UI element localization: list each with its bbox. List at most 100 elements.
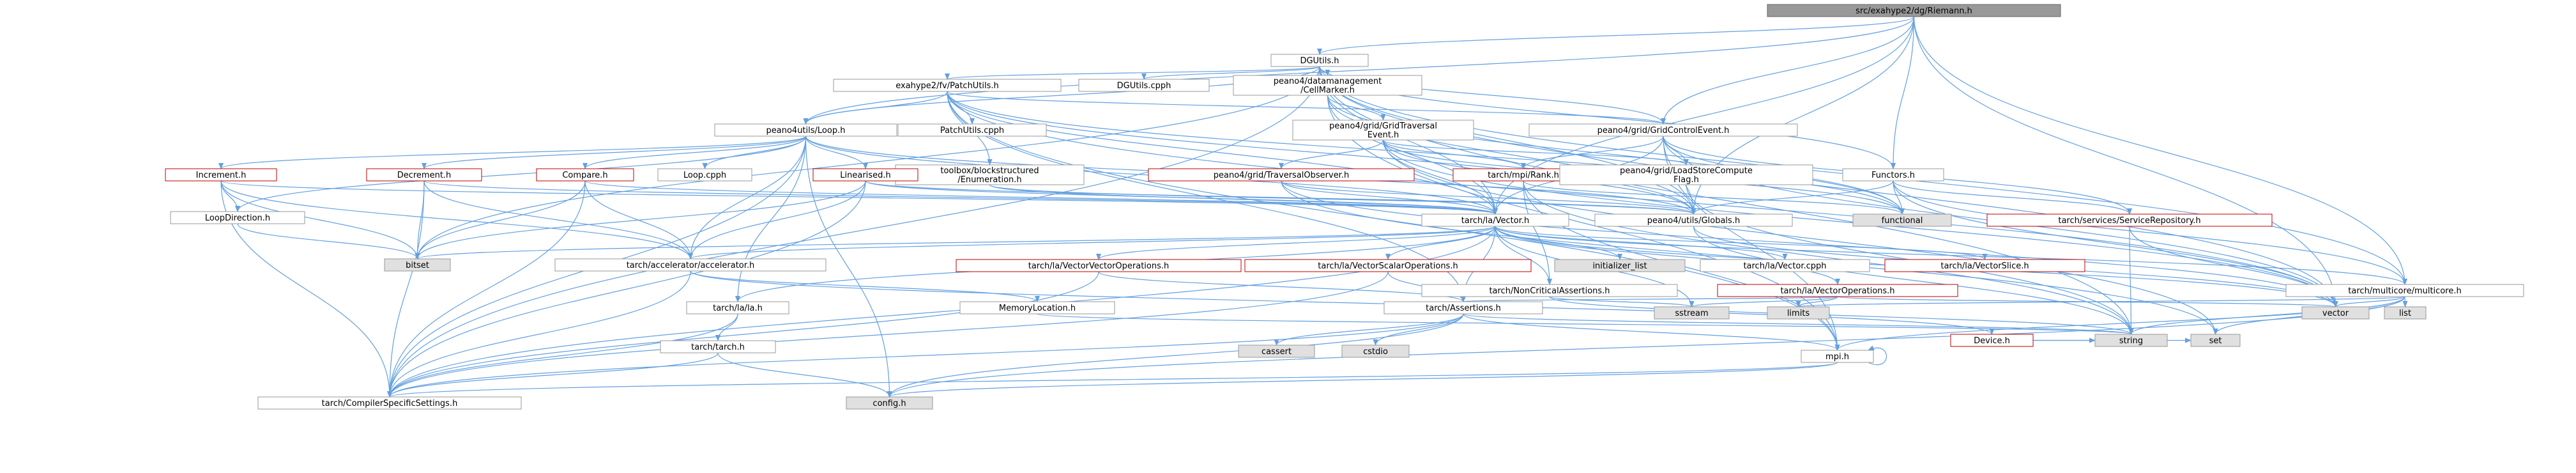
edge-peanoloop-to-loopdir <box>235 136 807 212</box>
node-box <box>1383 301 1543 314</box>
edge-cellmarker-to-mpih <box>1327 95 1840 351</box>
node-multicore[interactable]: tarch/multicore/multicore.h <box>2285 284 2524 297</box>
node-box <box>812 168 918 182</box>
node-vectorh[interactable]: tarch/la/Vector.h <box>1421 213 1569 227</box>
edge-assertions-to-cstdio <box>1373 313 1464 346</box>
node-list[interactable]: list <box>2384 306 2427 320</box>
node-box <box>1292 120 1474 141</box>
edge-dgutils-to-string <box>1319 66 2134 335</box>
node-vectorcpph[interactable]: tarch/la/Vector.cpph <box>1700 259 1870 272</box>
node-root[interactable]: src/exahype2/dg/Riemann.h <box>1767 4 2061 17</box>
node-cstdio[interactable]: cstdio <box>1341 345 1410 358</box>
node-cellmarker[interactable]: peano4/datamanagement/CellMarker.h <box>1233 75 1422 96</box>
node-box <box>1528 123 1798 137</box>
node-gridcontrol[interactable]: peano4/grid/GridControlEvent.h <box>1528 123 1798 137</box>
node-functional[interactable]: functional <box>1852 213 1952 227</box>
edge-gridtraversal-to-loadstore <box>1382 139 1689 166</box>
node-box <box>1238 345 1315 358</box>
node-initlist[interactable]: initializer_list <box>1554 259 1686 272</box>
node-compare[interactable]: Compare.h <box>536 168 634 182</box>
node-increment[interactable]: Increment.h <box>165 168 277 182</box>
node-box <box>1554 259 1686 272</box>
node-label: tarch/la/VectorOperations.h <box>1780 286 1894 296</box>
node-box <box>165 168 277 182</box>
edge-increment-to-vectorh <box>220 180 1498 215</box>
edge-vvops-to-assertions <box>1098 271 1466 302</box>
edge-functors-to-servicerepo <box>1893 180 2132 215</box>
node-label: peano4/grid/GridTraversal <box>1329 121 1437 131</box>
node-dgutilscpph[interactable]: DGUtils.cpph <box>1078 79 1210 92</box>
node-assertions[interactable]: tarch/Assertions.h <box>1383 301 1543 314</box>
node-box <box>1654 306 1730 320</box>
node-decrement[interactable]: Decrement.h <box>366 168 482 182</box>
edge-rank-to-noncrit <box>1523 180 1552 285</box>
node-functors[interactable]: Functors.h <box>1842 168 1944 182</box>
node-label: DGUtils.h <box>1300 56 1339 66</box>
node-configh[interactable]: config.h <box>846 396 933 410</box>
edge-compare-to-vectorh <box>584 180 1498 215</box>
node-patchutilscpph[interactable]: PatchUtils.cpph <box>897 123 1047 137</box>
node-servicerepo[interactable]: tarch/services/ServiceRepository.h <box>1986 213 2273 227</box>
node-blockenum[interactable]: toolbox/blockstructured/Enumeration.h <box>895 164 1085 185</box>
node-limits[interactable]: limits <box>1767 306 1830 320</box>
node-stdvector[interactable]: vector <box>2301 306 2370 320</box>
node-string[interactable]: string <box>2094 334 2168 347</box>
node-rank[interactable]: tarch/mpi/Rank.h <box>1452 168 1594 182</box>
node-linearised[interactable]: Linearised.h <box>812 168 918 182</box>
node-memloc[interactable]: MemoryLocation.h <box>959 301 1115 314</box>
edge-cellmarker-to-vectorh <box>1327 95 1498 215</box>
node-loopdir[interactable]: LoopDirection.h <box>170 211 305 224</box>
node-box <box>895 164 1085 185</box>
node-vvops[interactable]: tarch/la/VectorVectorOperations.h <box>956 259 1242 272</box>
node-device[interactable]: Device.h <box>1950 334 2034 347</box>
node-loopcpph[interactable]: Loop.cpph <box>657 168 752 182</box>
edge-peanoloop-to-compare <box>583 136 807 169</box>
edge-patchutils-to-globals <box>947 91 1696 215</box>
node-label: bitset <box>406 261 429 270</box>
edge-cellmarker-to-functional <box>1327 95 1905 215</box>
node-box <box>170 211 305 224</box>
node-box <box>2190 334 2241 347</box>
node-label: tarch/services/ServiceRepository.h <box>2058 216 2200 226</box>
edge-peanoloop-to-increment <box>218 136 807 169</box>
edge-gridtraversal-to-traversalobs <box>1279 139 1384 169</box>
edge-tarchh-to-configh <box>717 352 892 398</box>
edge-patchutils-to-functional <box>947 91 1905 215</box>
node-mpih[interactable]: mpi.h <box>1801 350 1874 363</box>
node-box <box>1233 75 1422 96</box>
node-box <box>1852 213 1952 227</box>
edge-mpih-to-mpih <box>1868 345 1887 366</box>
node-cassert[interactable]: cassert <box>1238 345 1315 358</box>
node-lah[interactable]: tarch/la/la.h <box>686 301 789 314</box>
edge-root-to-functors <box>1891 16 1915 169</box>
edge-dgutils-to-stdvector <box>1319 66 2338 307</box>
edge-linearised-to-bitset <box>415 180 866 260</box>
node-peanoloop[interactable]: peano4utils/Loop.h <box>714 123 897 137</box>
node-noncrit[interactable]: tarch/NonCriticalAssertions.h <box>1421 284 1678 297</box>
node-label: tarch/la/VectorScalarOperations.h <box>1318 261 1458 271</box>
node-box <box>257 396 522 410</box>
node-label: limits <box>1787 309 1810 318</box>
node-vslice[interactable]: tarch/la/VectorSlice.h <box>1884 259 2085 272</box>
node-globals[interactable]: peano4/utils/Globals.h <box>1594 213 1793 227</box>
node-vops[interactable]: tarch/la/VectorOperations.h <box>1717 284 1958 297</box>
node-label: tarch/la/VectorVectorOperations.h <box>1028 261 1170 271</box>
edge-peanoloop-to-decrement <box>422 136 807 169</box>
edge-peanoloop-to-accel <box>688 136 807 260</box>
node-vsops[interactable]: tarch/la/VectorScalarOperations.h <box>1244 259 1532 272</box>
node-patchutils[interactable]: exahype2/fv/PatchUtils.h <box>833 79 1062 92</box>
node-label: exahype2/fv/PatchUtils.h <box>896 81 999 91</box>
edge-patchutils-to-gridcontrol <box>947 91 1666 125</box>
node-tarchh[interactable]: tarch/tarch.h <box>660 340 776 353</box>
edge-assertions-to-mpih <box>1463 313 1840 351</box>
node-bitset[interactable]: bitset <box>384 258 451 272</box>
node-traversalobs[interactable]: peano4/grid/TraversalObserver.h <box>1148 168 1415 182</box>
node-compiler[interactable]: tarch/CompilerSpecificSettings.h <box>257 396 522 410</box>
node-sstream[interactable]: sstream <box>1654 306 1730 320</box>
node-accel[interactable]: tarch/accelerator/accelerator.h <box>554 258 827 272</box>
edge-lah-to-compiler <box>387 313 738 398</box>
node-dgutils[interactable]: DGUtils.h <box>1270 54 1369 67</box>
node-set[interactable]: set <box>2190 334 2241 347</box>
